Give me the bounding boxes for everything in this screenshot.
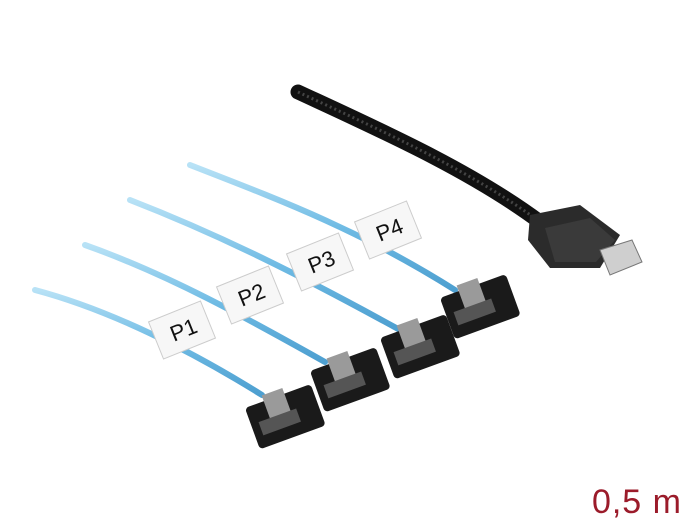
cable-length: 0,5 m xyxy=(591,483,682,521)
sata-connectors xyxy=(246,275,520,449)
label-p1: P1 xyxy=(147,300,217,360)
oculink-connector xyxy=(528,205,643,276)
main-cable xyxy=(290,84,548,230)
sata-cables xyxy=(32,162,458,398)
label-p2: P2 xyxy=(215,265,285,325)
label-p3: P3 xyxy=(285,232,355,292)
label-p4: P4 xyxy=(353,200,423,260)
